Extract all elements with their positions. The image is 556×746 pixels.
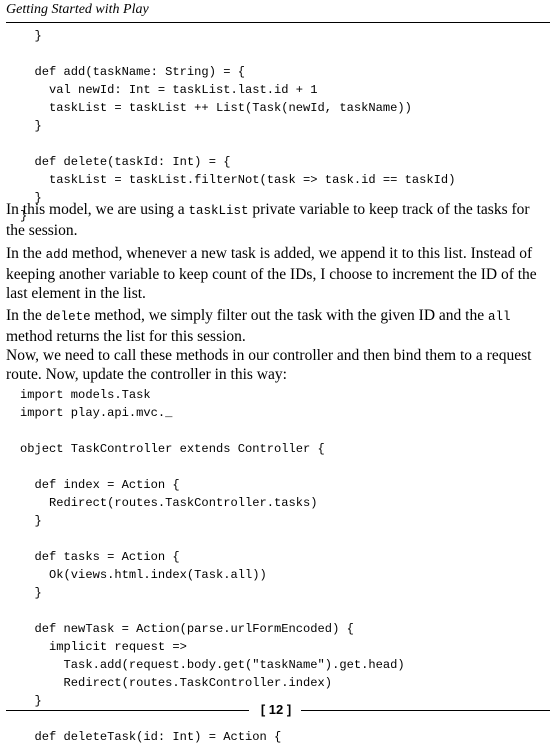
code-line: Task.add(request.body.get("taskName").ge… <box>20 658 405 672</box>
code-line: taskList = taskList.filterNot(task => ta… <box>20 173 456 187</box>
inline-code: all <box>487 310 511 324</box>
code-line: } <box>20 694 42 708</box>
code-line: implicit request => <box>20 640 187 654</box>
code-line: val newId: Int = taskList.last.id + 1 <box>20 83 318 97</box>
code-line: taskList = taskList ++ List(Task(newId, … <box>20 101 412 115</box>
code-line: import play.api.mvc._ <box>20 406 173 420</box>
footer-rule <box>6 710 249 711</box>
code-line: def deleteTask(id: Int) = Action { <box>20 730 282 744</box>
code-line: } <box>20 514 42 528</box>
code-line <box>20 530 405 548</box>
code-line: import models.Task <box>20 388 151 402</box>
code-line: def index = Action { <box>20 478 180 492</box>
inline-code: delete <box>45 310 91 324</box>
code-line: Redirect(routes.TaskController.tasks) <box>20 496 318 510</box>
code-line: Redirect(routes.TaskController.index) <box>20 676 333 690</box>
code-line: def newTask = Action(parse.urlFormEncode… <box>20 622 354 636</box>
code-line: def add(taskName: String) = { <box>20 65 245 79</box>
code-line <box>20 458 405 476</box>
page-header: Getting Started with Play <box>6 0 550 23</box>
paragraph-tasklist: In this model, we are using a taskList p… <box>6 201 530 239</box>
paragraph-add-method: In the add method, whenever a new task i… <box>6 245 537 302</box>
code-line <box>20 45 455 63</box>
code-line: } <box>20 29 42 43</box>
code-line: def delete(taskId: Int) = { <box>20 155 231 169</box>
inline-code: add <box>45 248 69 262</box>
code-line: def tasks = Action { <box>20 550 180 564</box>
code-line <box>20 135 455 153</box>
code-block-task-model: } def add(taskName: String) = { val newI… <box>20 27 455 225</box>
code-line: } <box>20 586 42 600</box>
code-line: Ok(views.html.index(Task.all)) <box>20 568 267 582</box>
code-line: } <box>20 209 28 223</box>
running-header-title: Getting Started with Play <box>6 2 149 17</box>
code-line <box>20 602 405 620</box>
code-line <box>20 422 405 440</box>
inline-code: taskList <box>188 204 249 218</box>
code-line: object TaskController extends Controller… <box>20 442 325 456</box>
code-line: } <box>20 191 42 205</box>
page-number: [ 12 ] <box>260 702 292 717</box>
footer-rule <box>301 710 550 711</box>
code-line: } <box>20 119 42 133</box>
page-footer: [ 12 ] <box>6 702 550 719</box>
code-block-task-controller: import models.Task import play.api.mvc._o… <box>20 386 405 746</box>
paragraph-delete-method: In the delete method, we simply filter o… <box>6 307 511 345</box>
paragraph-controller-intro: Now, we need to call these methods in ou… <box>6 347 532 383</box>
